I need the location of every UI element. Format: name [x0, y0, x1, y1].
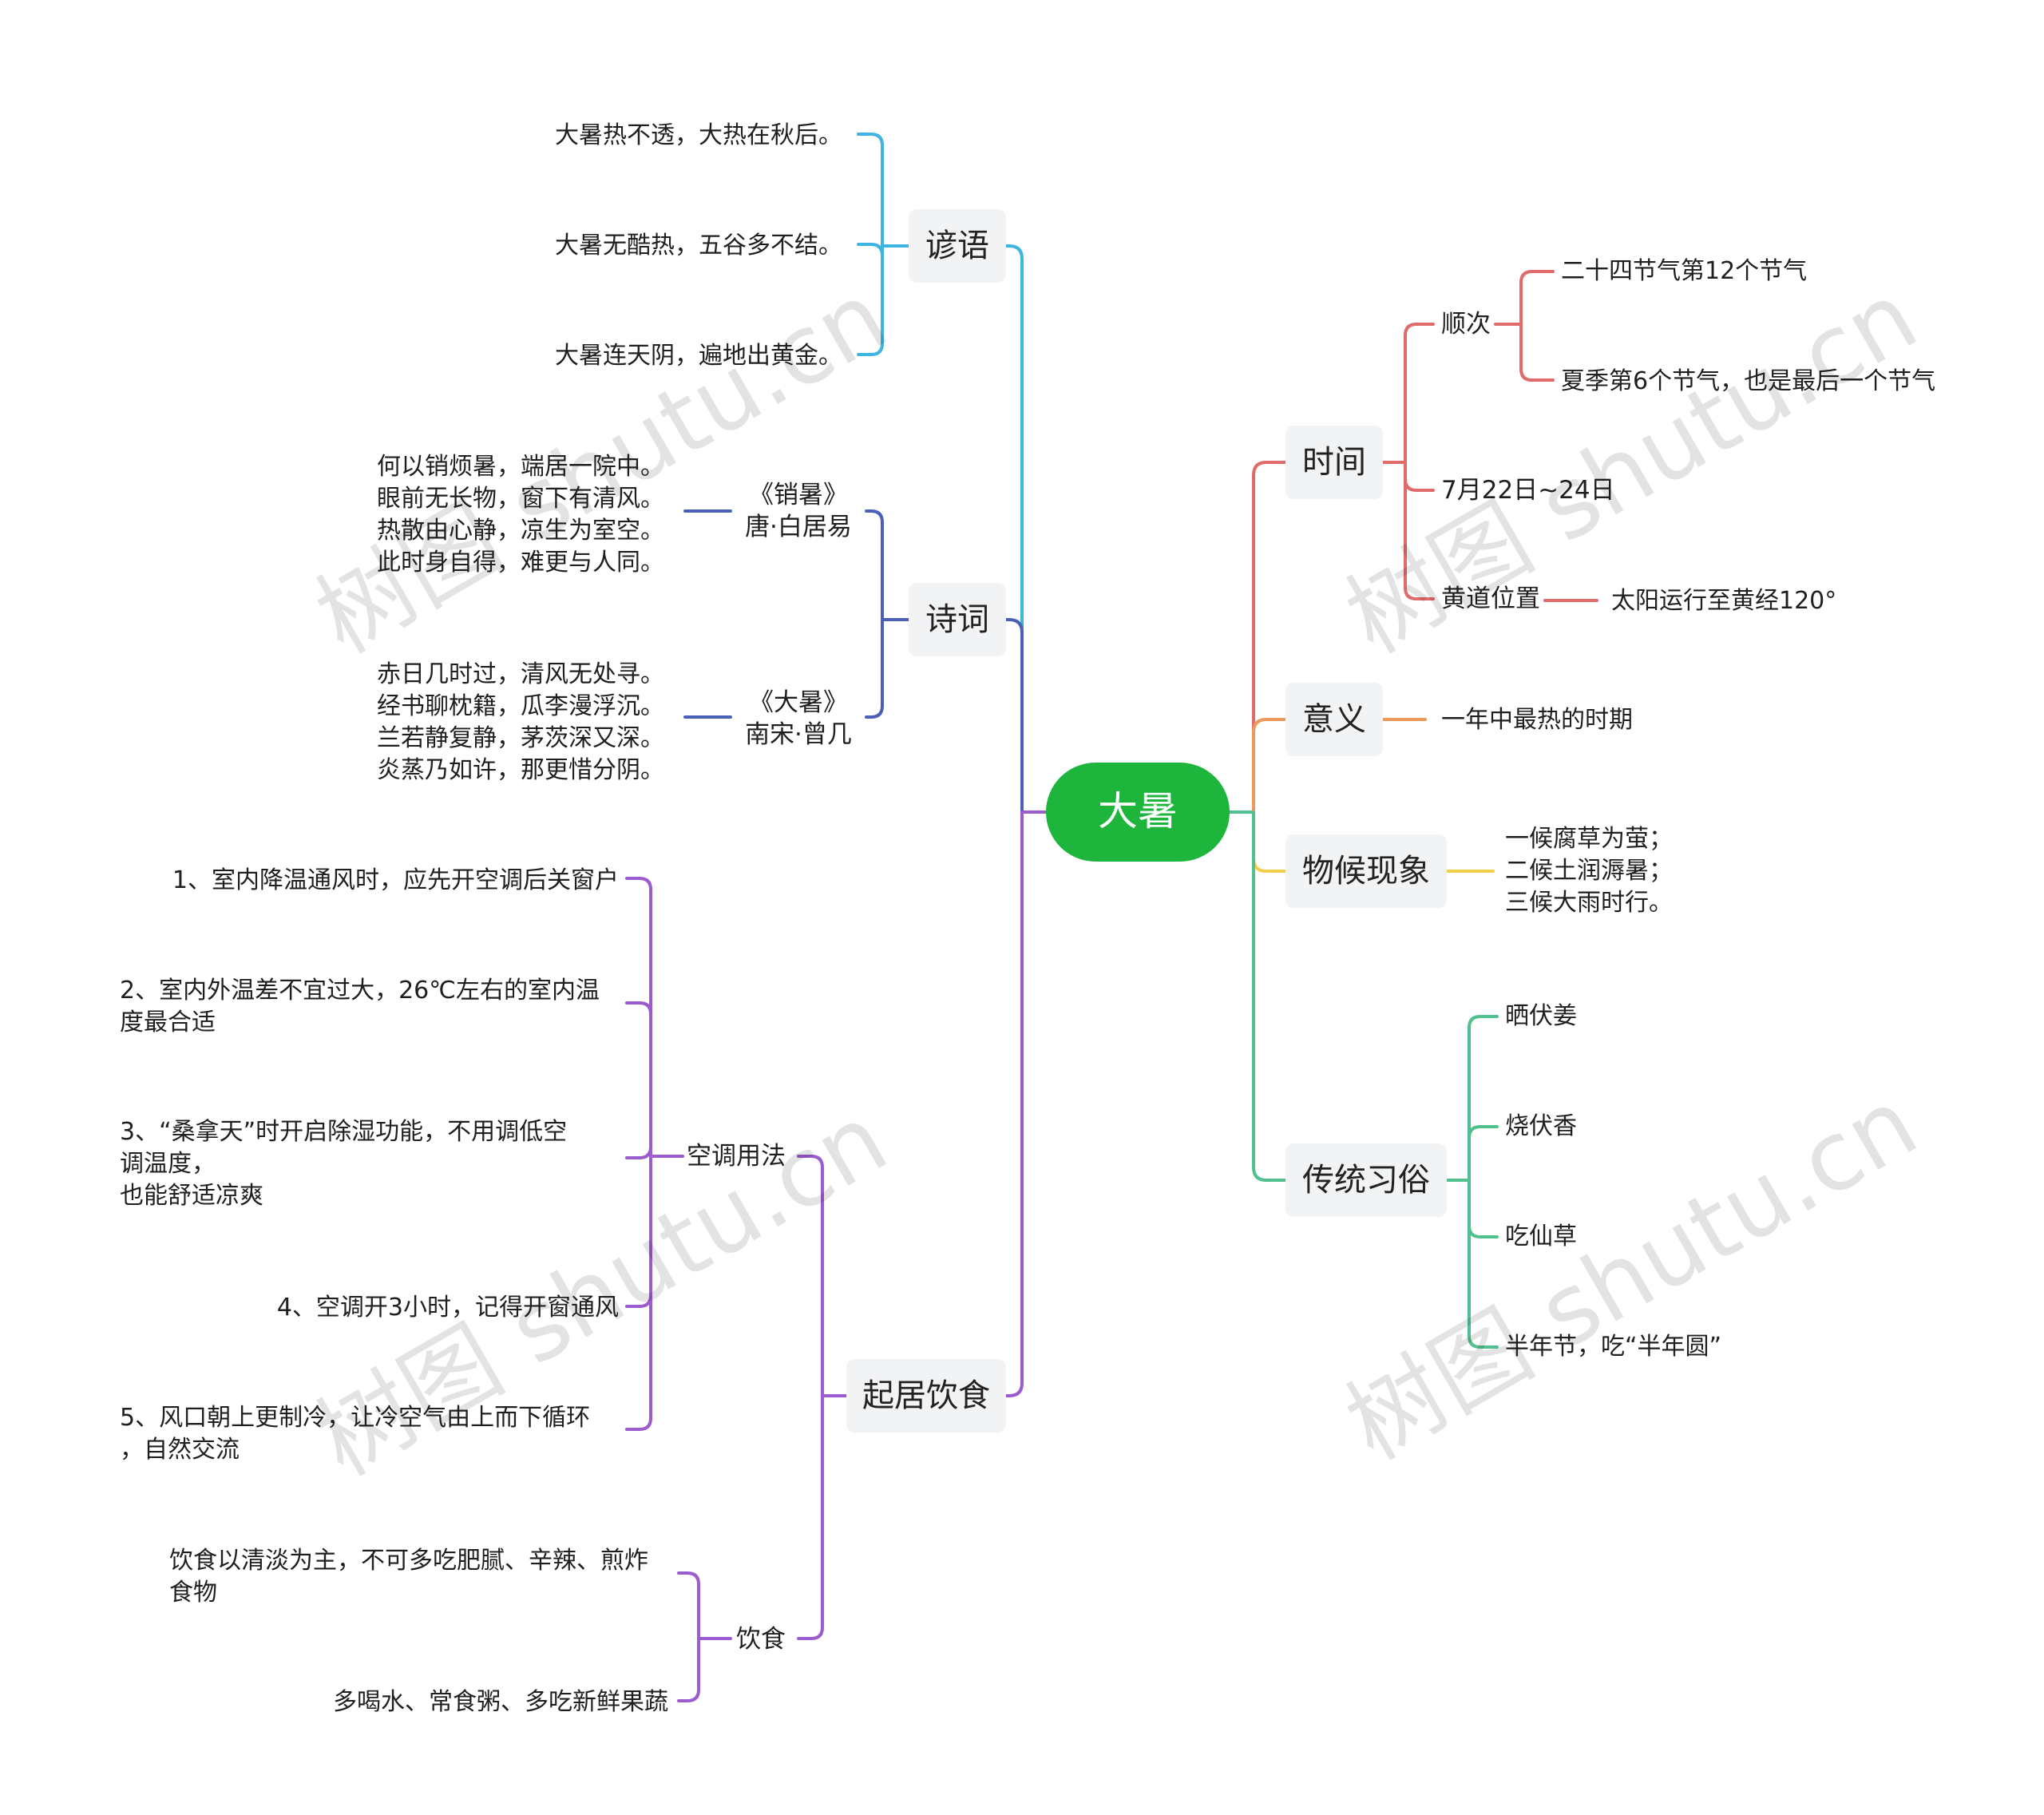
xisu-item-3[interactable]: 吃仙草	[1505, 1223, 1577, 1250]
branch-yanyu[interactable]: 谚语	[909, 209, 1006, 283]
qiju-link-1	[797, 1155, 824, 1397]
yanyu-item-2[interactable]: 大暑无酷热，五谷多不结。	[555, 232, 842, 260]
branch-shijian[interactable]: 时间	[1285, 426, 1383, 499]
kongtiao-link-3	[625, 1146, 652, 1159]
yanyu-link-3	[857, 244, 884, 356]
shijian-link-1	[1404, 323, 1435, 464]
root-to-shici	[1004, 618, 1024, 814]
root-to-qiju	[1004, 810, 1024, 1397]
yinshi-item-2[interactable]: 多喝水、常食粥、多吃新鲜果蔬	[333, 1688, 668, 1716]
xisu-item-2[interactable]: 烧伏香	[1505, 1112, 1577, 1140]
root-to-xisu	[1252, 810, 1287, 1182]
kongtiao-item-2[interactable]: 2、室内外温差不宜过大，26℃左右的室内温 度最合适	[120, 977, 600, 1036]
branch-xisu[interactable]: 传统习俗	[1285, 1143, 1447, 1217]
sub-yinshi[interactable]: 饮食	[736, 1625, 786, 1654]
branch-qiju[interactable]: 起居饮食	[846, 1359, 1006, 1433]
branch-shici[interactable]: 诗词	[909, 583, 1006, 656]
xisu-link-3	[1468, 1179, 1499, 1238]
root-to-wuhou	[1252, 810, 1287, 873]
shunci-item-2[interactable]: 夏季第6个节气，也是最后一个节气	[1561, 367, 1936, 395]
yanyu-item-3[interactable]: 大暑连天阴，遍地出黄金。	[555, 342, 842, 370]
kongtiao-link-5	[625, 1155, 652, 1431]
huangdao-value[interactable]: 太阳运行至黄经120°	[1611, 587, 1837, 615]
root-to-shijian	[1252, 461, 1287, 814]
shunci-item-1[interactable]: 二十四节气第12个节气	[1561, 257, 1808, 285]
kongtiao-item-3[interactable]: 3、“桑拿天”时开启除湿功能，不用调低空 调温度， 也能舒适凉爽	[120, 1118, 568, 1210]
date-range[interactable]: 7月22日~24日	[1441, 476, 1615, 505]
sub-huangdao[interactable]: 黄道位置	[1441, 585, 1540, 613]
kongtiao-link-1	[625, 877, 652, 1158]
poem-text-dashu[interactable]: 赤日几时过，清风无处寻。 经书聊枕籍，瓜李漫浮沉。 兰若静复静，茅茨深又深。 炎…	[377, 660, 664, 784]
yinshi-link-1	[677, 1571, 700, 1640]
yanyu-item-1[interactable]: 大暑热不透，大热在秋后。	[555, 121, 842, 149]
kongtiao-link-4	[625, 1155, 652, 1308]
xisu-link-4	[1468, 1179, 1499, 1349]
xisu-item-4[interactable]: 半年节，吃“半年圆”	[1505, 1333, 1722, 1361]
poem-text-xiaoshu[interactable]: 何以销烦暑，端居一院中。 眼前无长物，窗下有清风。 热散由心静，凉生为室空。 此…	[377, 453, 664, 577]
branch-wuhou[interactable]: 物候现象	[1285, 834, 1447, 908]
yanyu-link-2	[857, 243, 884, 256]
shici-link-2	[865, 618, 884, 719]
xisu-link-2	[1468, 1125, 1499, 1182]
qiju-link-2	[797, 1394, 824, 1640]
yinshi-link-2	[677, 1637, 700, 1702]
root-node[interactable]: 大暑	[1046, 763, 1230, 862]
kongtiao-item-5[interactable]: 5、风口朝上更制冷，让冷空气由上而下循环 ，自然交流	[120, 1404, 591, 1464]
yiyi-value[interactable]: 一年中最热的时期	[1441, 706, 1633, 734]
yanyu-link-1	[857, 133, 884, 248]
poem-title-xiaoshu[interactable]: 《销暑》 唐·白居易	[745, 481, 852, 541]
poem-title-dashu[interactable]: 《大暑》 南宋·曾几	[745, 688, 852, 749]
xisu-link-1	[1468, 1015, 1499, 1182]
root-to-yanyu	[1004, 244, 1024, 814]
kongtiao-item-4[interactable]: 4、空调开3小时，记得开窗通风	[276, 1294, 619, 1322]
yinshi-item-1[interactable]: 饮食以清淡为主，不可多吃肥腻、辛辣、煎炸 食物	[169, 1547, 648, 1607]
shunci-link-2	[1519, 323, 1555, 382]
xisu-item-1[interactable]: 晒伏姜	[1505, 1002, 1577, 1030]
shijian-link-3	[1404, 461, 1435, 600]
wuhou-value[interactable]: 一候腐草为萤； 二候土润溽暑； 三候大雨时行。	[1505, 825, 1673, 917]
kongtiao-item-1[interactable]: 1、室内降温通风时，应先开空调后关窗户	[172, 866, 619, 894]
kongtiao-link-2	[625, 1001, 652, 1158]
branch-yiyi[interactable]: 意义	[1285, 683, 1383, 756]
root-to-yiyi	[1252, 718, 1287, 814]
sub-shunci[interactable]: 顺次	[1441, 310, 1491, 339]
sub-kongtiao[interactable]: 空调用法	[687, 1142, 786, 1171]
shici-link-1	[865, 509, 884, 621]
shijian-link-2	[1404, 461, 1435, 492]
shunci-link-1	[1519, 270, 1555, 326]
